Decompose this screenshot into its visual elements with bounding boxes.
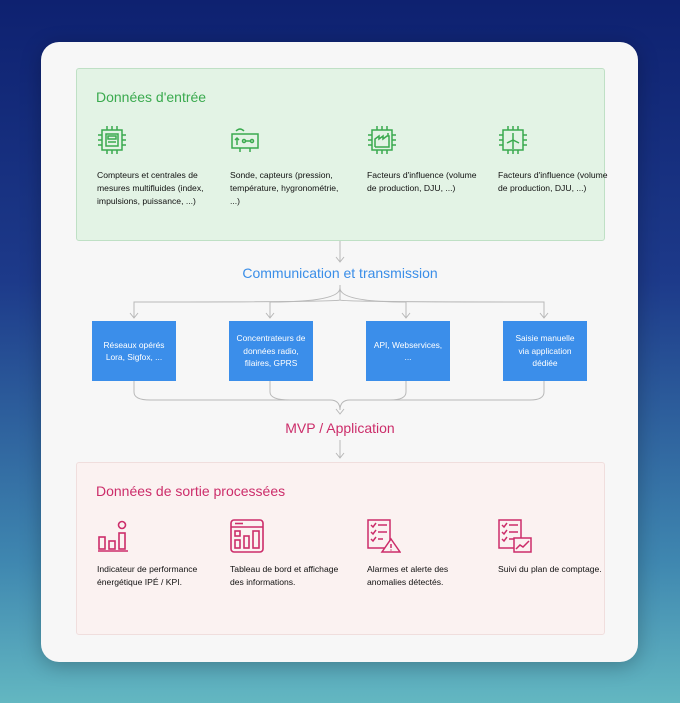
checklist-chart-icon [498,519,532,553]
input-item-text: Facteurs d'influence (volume de producti… [367,170,477,193]
channel-box-concentrators: Concentrateurs de données radio, filaire… [229,321,313,381]
output-item-text: Alarmes et alerte des anomalies détectés… [367,564,449,587]
dashboard-icon [230,519,264,553]
input-item-meters: Compteurs et centrales de mesures multif… [97,125,215,207]
meter-chip-icon [98,126,126,154]
input-item-text: Compteurs et centrales de mesures multif… [97,170,204,206]
output-panel: Données de sortie processées Indicateur … [76,462,605,635]
output-panel-title: Données de sortie processées [96,483,286,499]
input-panel: Données d'entrée Compteurs et centrales … [76,68,608,241]
input-item-influence-production: Facteurs d'influence (volume de producti… [367,125,485,195]
output-item-kpi: Indicateur de performance énergétique IP… [97,519,215,589]
input-item-sensors: Sonde, capteurs (pression, température, … [230,125,348,207]
input-panel-title: Données d'entrée [96,89,207,105]
wind-turbine-chip-icon [499,126,527,154]
channel-box-manual-entry: Saisie manuelle via application dédiée [503,321,587,381]
sensor-probe-icon [231,128,259,152]
input-item-text: Sonde, capteurs (pression, température, … [230,170,339,206]
factory-chip-icon [368,126,396,154]
mvp-title: MVP / Application [285,420,395,436]
checklist-alert-icon [367,519,401,553]
input-item-text: Facteurs d'influence (volume de producti… [498,170,608,193]
channel-box-networks: Réseaux opérés Lora, Sigfox, ... [92,321,176,381]
channel-box-api: API, Webservices, ... [366,321,450,381]
output-item-text: Suivi du plan de comptage. [498,564,602,574]
output-item-dashboard: Tableau de bord et affichage des informa… [230,519,348,589]
output-item-metering-plan: Suivi du plan de comptage. [498,519,616,576]
output-item-alarms: Alarmes et alerte des anomalies détectés… [367,519,485,589]
output-item-text: Indicateur de performance énergétique IP… [97,564,198,587]
input-item-influence-climate: Facteurs d'influence (volume de producti… [498,125,616,195]
communication-title: Communication et transmission [242,265,438,281]
output-item-text: Tableau de bord et affichage des informa… [230,564,339,587]
performance-bars-icon [98,520,128,552]
